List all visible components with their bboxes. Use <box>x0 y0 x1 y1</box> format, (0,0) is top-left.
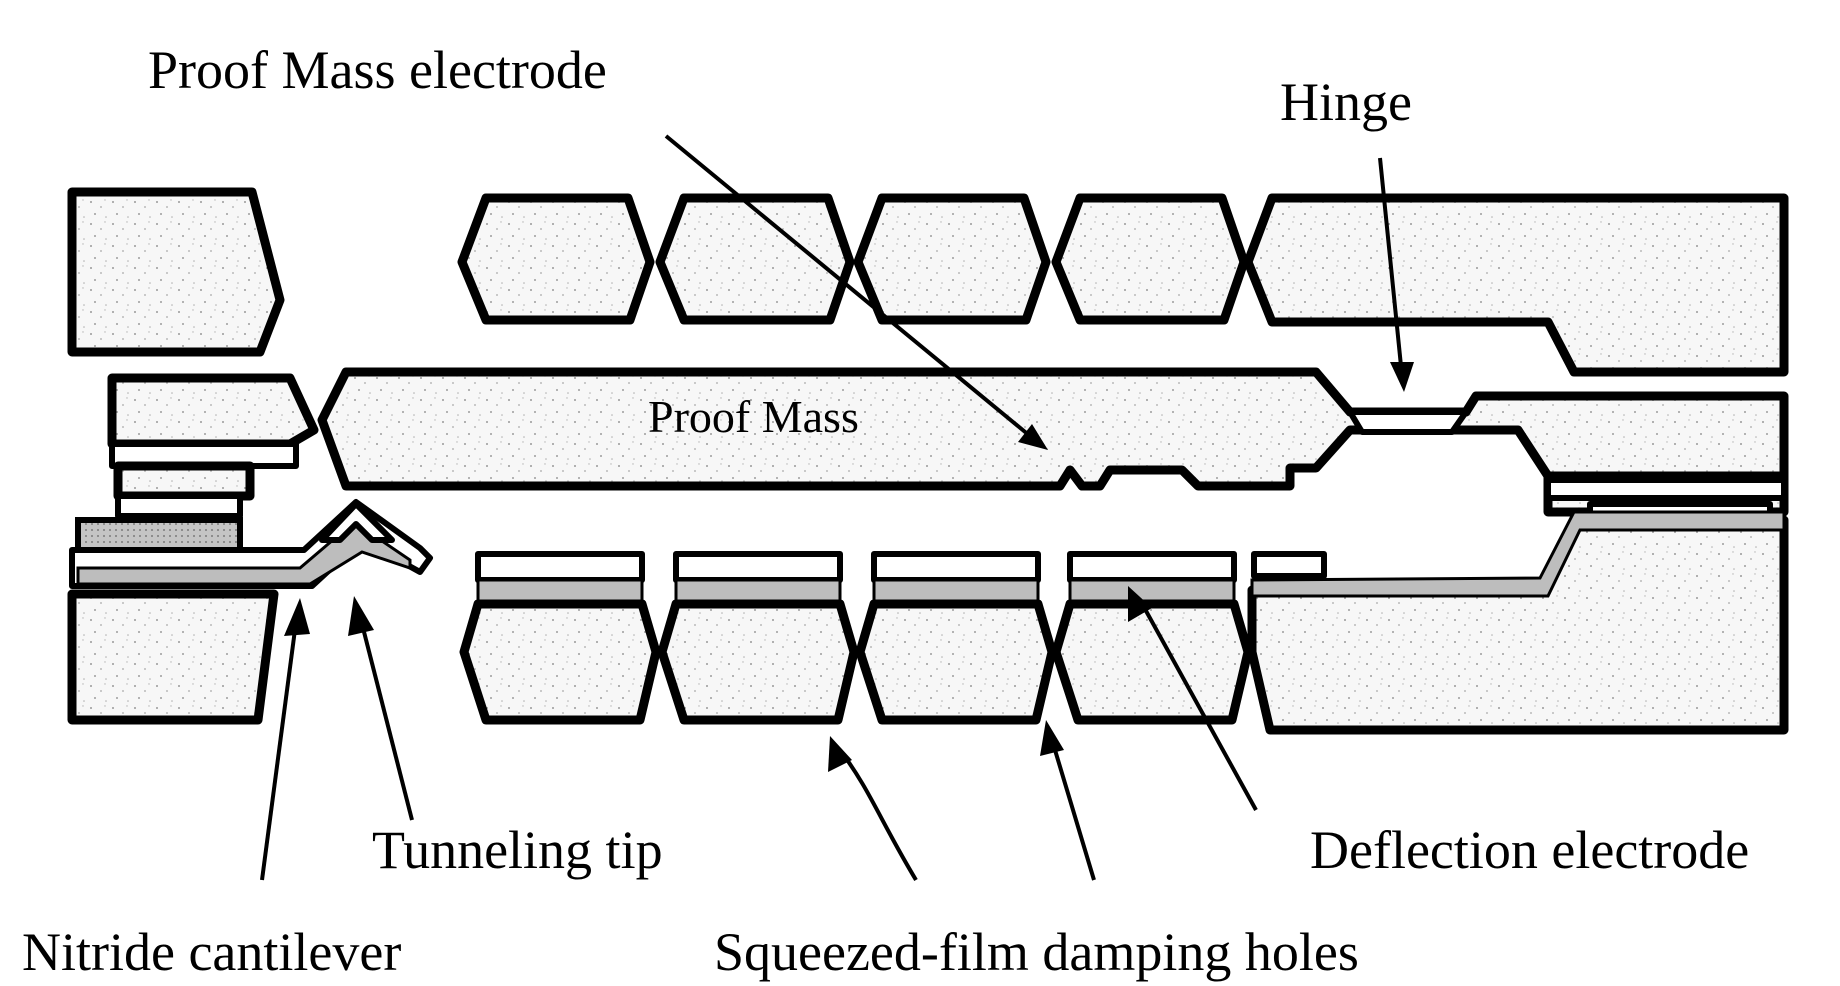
left-support-structure <box>67 187 319 725</box>
label-tunneling-tip: Tunneling tip <box>372 820 663 880</box>
tunneling-tip-shape <box>319 501 395 543</box>
label-proof-mass-electrode: Proof Mass electrode <box>148 40 607 100</box>
proof-mass-structure <box>317 367 1789 523</box>
label-squeezed-film-damping-holes: Squeezed-film damping holes <box>714 922 1359 982</box>
nitride-cantilever-layer <box>69 499 433 589</box>
annotation-leaders <box>260 134 1414 882</box>
label-hinge: Hinge <box>1280 72 1412 132</box>
top-cap-electrode <box>457 193 1789 377</box>
label-deflection-electrode: Deflection electrode <box>1310 820 1749 880</box>
label-proof-mass: Proof Mass <box>648 391 859 442</box>
label-nitride-cantilever: Nitride cantilever <box>22 922 401 982</box>
bottom-base-electrode <box>459 510 1789 735</box>
